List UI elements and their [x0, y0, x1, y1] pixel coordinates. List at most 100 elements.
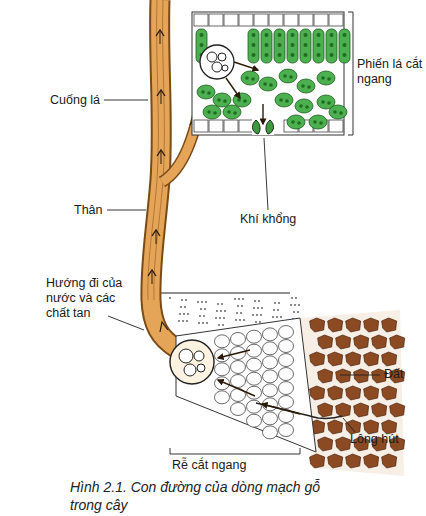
soil-grain — [318, 437, 333, 451]
soil-grain — [328, 318, 343, 332]
epidermis-cell — [209, 14, 223, 26]
cortex-cell — [279, 396, 294, 409]
palisade-cell — [300, 29, 311, 63]
spongy-cell — [287, 115, 305, 129]
spongy-cell — [197, 85, 215, 99]
soil-grain — [354, 335, 369, 349]
cortex-cell — [279, 340, 294, 353]
epidermis-cell — [239, 120, 253, 132]
palisade-cell — [326, 29, 337, 63]
cortex-cell — [263, 328, 278, 341]
epidermis-cell — [314, 14, 328, 26]
soil-grain — [382, 318, 397, 332]
soil-grain — [310, 386, 325, 400]
part-label: Thân — [74, 203, 103, 218]
cortex-cell — [215, 363, 230, 376]
epidermis-cell — [284, 14, 298, 26]
soil-grain — [382, 420, 397, 434]
soil-grain — [372, 335, 387, 349]
soil-grain — [364, 454, 379, 468]
soil-grain — [318, 403, 333, 417]
epidermis-cell — [194, 120, 208, 132]
epidermis-cell — [194, 14, 208, 26]
cortex-cell — [279, 424, 294, 437]
epidermis-cell — [329, 14, 343, 26]
soil-grain — [310, 352, 325, 366]
part-label: Khí khổng — [240, 212, 296, 227]
soil-grain — [372, 403, 387, 417]
spongy-cell — [275, 93, 293, 107]
soil-grain — [328, 454, 343, 468]
spongy-cell — [223, 105, 241, 119]
spongy-cell — [241, 71, 259, 85]
soil-grain — [310, 454, 325, 468]
soil-grain — [346, 318, 361, 332]
soil-grain — [390, 403, 405, 417]
epidermis-cell — [269, 14, 283, 26]
epidermis-cell — [209, 120, 223, 132]
soil-grain — [346, 454, 361, 468]
ground-line — [146, 292, 290, 293]
palisade-cell — [313, 29, 324, 63]
soil-grain — [364, 386, 379, 400]
spongy-cell — [213, 93, 231, 107]
soil-grain — [328, 420, 343, 434]
cortex-cell — [263, 370, 278, 383]
soil-grain — [318, 369, 333, 383]
leaf-cross-section — [192, 12, 350, 135]
soil-grain — [318, 335, 333, 349]
part-label: Rễ cắt ngang — [172, 458, 246, 473]
spongy-cell — [309, 115, 327, 129]
soil-grain — [346, 352, 361, 366]
cortex-cell — [263, 412, 278, 425]
figure-caption: Hình 2.1. Con đường của dòng mạch gỗ tro… — [70, 478, 340, 514]
part-label: Lông hút — [350, 432, 399, 447]
soil-grain — [382, 352, 397, 366]
spongy-cell — [279, 69, 297, 83]
epidermis-cell — [224, 120, 238, 132]
cortex-cell — [263, 426, 278, 439]
cortex-cell — [231, 361, 246, 374]
cortex-cell — [263, 384, 278, 397]
epidermis-cell — [239, 14, 253, 26]
soil-grain — [382, 454, 397, 468]
soil-grain — [336, 437, 351, 451]
palisade-cell — [261, 29, 272, 63]
soil-grain — [382, 386, 397, 400]
epidermis-cell — [329, 120, 343, 132]
spongy-cell — [259, 77, 277, 91]
cortex-cell — [279, 326, 294, 339]
part-label: Cuống lá — [50, 93, 100, 108]
flow-arrows — [148, 30, 199, 332]
soil-grain — [310, 318, 325, 332]
cortex-cell — [247, 414, 262, 427]
cortex-cell — [279, 382, 294, 395]
soil-grain — [364, 420, 379, 434]
soil-grain — [328, 386, 343, 400]
soil-grain — [336, 335, 351, 349]
cortex-cell — [263, 342, 278, 355]
soil-grain — [354, 369, 369, 383]
epidermis-cell — [224, 14, 238, 26]
spongy-cell — [203, 105, 221, 119]
cortex-cell — [279, 354, 294, 367]
part-label: Hướng đi của nước và các chất tan — [46, 276, 142, 321]
soil-grain — [336, 369, 351, 383]
cortex-cell — [231, 375, 246, 388]
palisade-cell — [287, 29, 298, 63]
soil-grain — [346, 420, 361, 434]
soil-grain — [390, 335, 405, 349]
spongy-cell — [297, 79, 315, 93]
spongy-cell — [317, 71, 335, 85]
cortex-cell — [247, 400, 262, 413]
cortex-cell — [231, 333, 246, 346]
cortex-cell — [215, 391, 230, 404]
cortex-cell — [247, 358, 262, 371]
bracket — [348, 12, 353, 135]
epidermis-cell — [254, 14, 268, 26]
cortex-cell — [247, 330, 262, 343]
bracket — [170, 448, 300, 454]
cortex-cell — [263, 356, 278, 369]
palisade-cell — [248, 29, 259, 63]
